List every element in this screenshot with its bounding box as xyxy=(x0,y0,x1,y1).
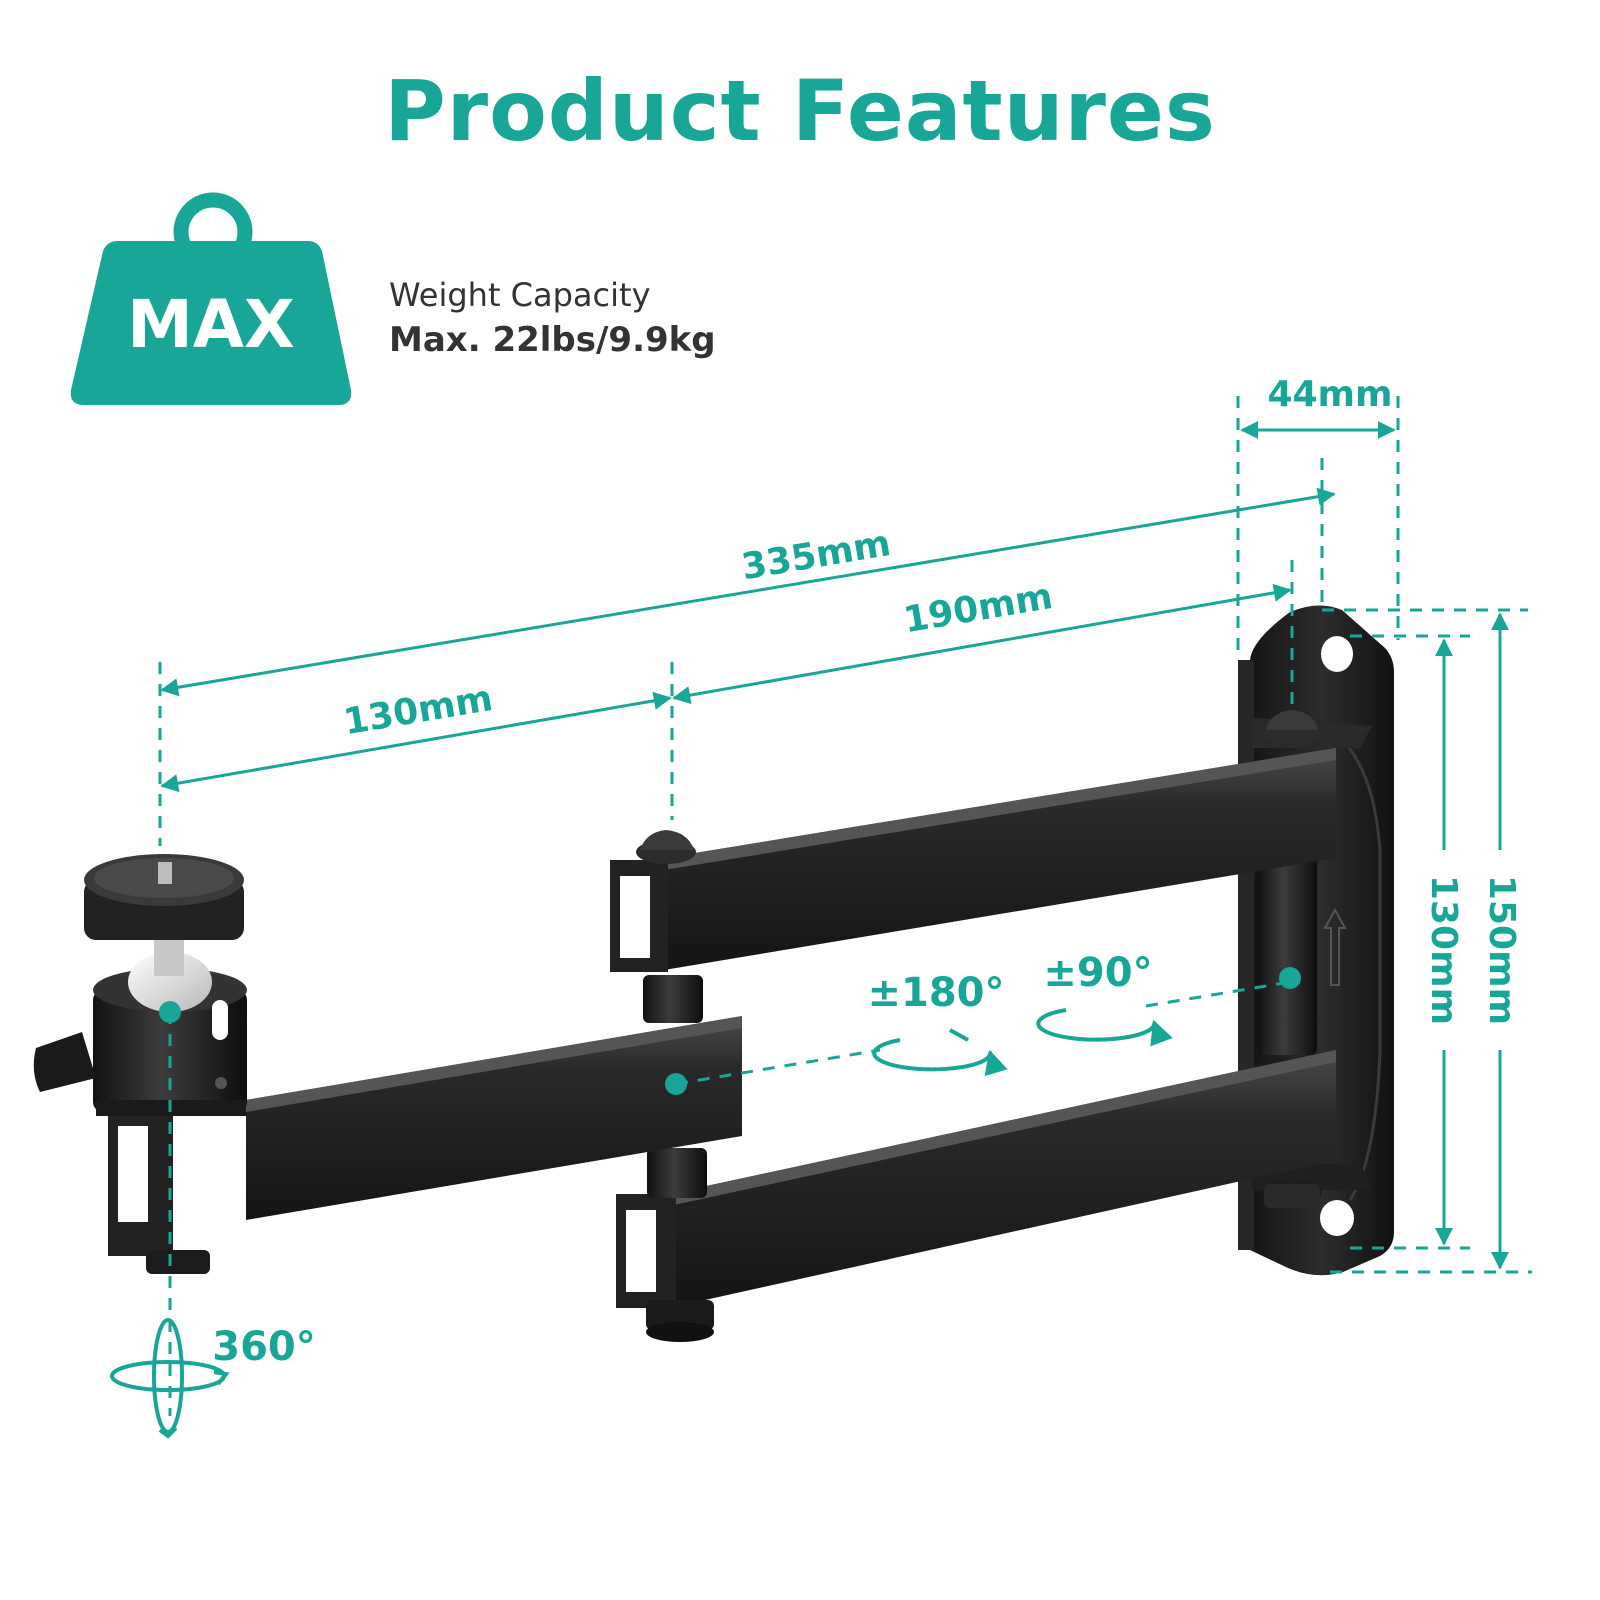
wall-pivot-dot xyxy=(1279,967,1301,989)
dim-335-label: 335mm xyxy=(739,523,894,588)
middle-joint-pin-top xyxy=(643,975,703,1023)
dimension-arrows xyxy=(160,421,1509,1270)
dim-130-arrow xyxy=(160,691,672,793)
upper-arm xyxy=(610,748,1336,972)
up-arrow-icon xyxy=(1323,907,1347,986)
dim-130v-label: 130mm xyxy=(1423,875,1464,1025)
middle-pivot-dot xyxy=(665,1073,687,1095)
dim-190-label: 190mm xyxy=(901,576,1056,641)
ball-head xyxy=(33,854,247,1116)
weight-capacity-label: Weight Capacity xyxy=(389,276,651,314)
weight-icon: MAX xyxy=(70,192,352,405)
head-pivot-dot xyxy=(159,1001,181,1023)
page-title: Product Features xyxy=(384,62,1216,160)
wall-joint-pin xyxy=(1257,840,1317,1055)
rotate-180-icon xyxy=(872,1028,1008,1077)
rotate-360-icon xyxy=(110,1318,230,1439)
dim-190-arrow xyxy=(672,583,1292,705)
rotation-360-label: 360° xyxy=(212,1324,316,1370)
weight-capacity-value: Max. 22lbs/9.9kg xyxy=(389,320,716,360)
rotate-90-icon xyxy=(1036,1008,1173,1047)
lower-arm xyxy=(616,1050,1336,1342)
dim-335-arrow xyxy=(160,487,1336,697)
max-badge-text: MAX xyxy=(127,286,295,363)
rotation-180-label: ±180° xyxy=(867,970,1004,1016)
middle-joint-pin-bottom xyxy=(647,1148,707,1198)
dim-44-label: 44mm xyxy=(1267,374,1392,415)
short-arm xyxy=(108,1016,742,1274)
plate-hole-top xyxy=(1321,636,1353,672)
plate-hole-bottom xyxy=(1320,1200,1354,1236)
dim-150-label: 150mm xyxy=(1481,875,1522,1025)
rotation-90-label: ±90° xyxy=(1043,950,1152,996)
